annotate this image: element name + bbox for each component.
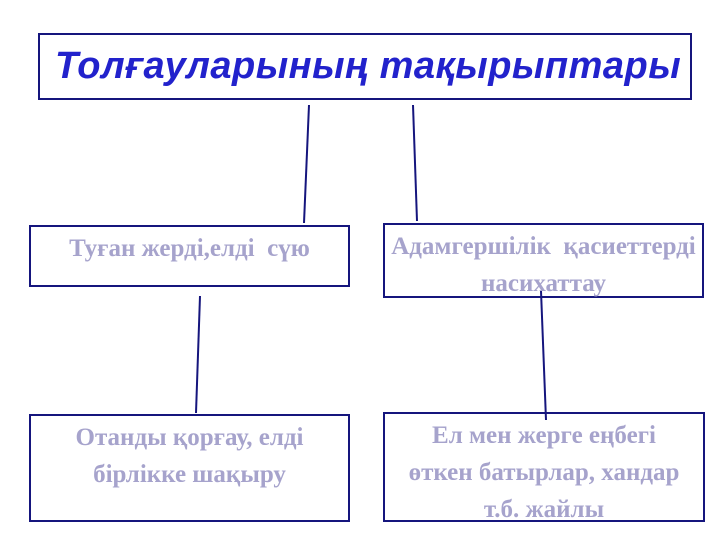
node-love-homeland-label: Туған жерді,елді сүю (69, 235, 310, 262)
connector-line (195, 295, 201, 414)
node-morality: Адамгершілік қасиеттерді насихаттау (383, 223, 704, 298)
node-heroes-khans: Ел мен жерге еңбегі өткен батырлар, ханд… (383, 412, 705, 523)
node-morality-label: Адамгершілік қасиеттерді насихаттау (391, 233, 696, 297)
connector-line (540, 290, 547, 421)
title-box: Толғауларының тақырыптары (38, 33, 692, 100)
node-love-homeland: Туған жерді,елді сүю (29, 225, 350, 287)
node-defend-unity: Отанды қорғау, елді бірлікке шақыру (29, 414, 350, 522)
slide-title: Толғауларының тақырыптары (55, 45, 682, 87)
node-heroes-khans-label: Ел мен жерге еңбегі өткен батырлар, ханд… (408, 422, 680, 523)
node-defend-unity-label: Отанды қорғау, елді бірлікке шақыру (75, 424, 304, 488)
connector-line (412, 104, 418, 222)
connector-line (303, 104, 310, 224)
